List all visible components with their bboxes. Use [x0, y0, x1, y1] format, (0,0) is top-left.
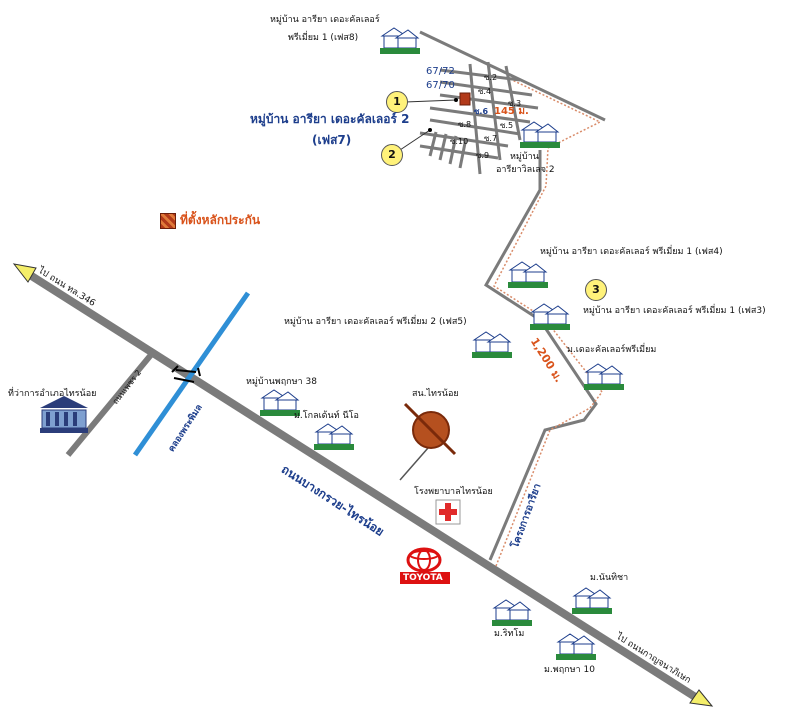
golden-neo-label: ม.โกลเด้นท์ นีโอ	[294, 411, 359, 421]
legend-label: ที่ตั้งหลักประกัน	[180, 213, 261, 227]
ariya-village-label: หมู่บ้าน	[510, 152, 539, 162]
house-icon	[584, 360, 624, 390]
soi-label: ซ.4	[478, 87, 492, 96]
house-icon	[314, 420, 354, 450]
house-icon	[556, 630, 596, 660]
house-icon	[508, 258, 548, 288]
soi-label: ซ.2	[484, 73, 498, 82]
soi-label: ซ.6	[474, 107, 489, 116]
phase3-label: หมู่บ้าน อารียา เดอะคัลเลอร์ พรีเมี่ยม 1…	[583, 306, 766, 316]
hatched-square-icon	[160, 213, 176, 229]
house-icon	[572, 584, 612, 614]
soi-grid	[419, 61, 539, 175]
house-icon	[520, 118, 560, 148]
collateral-plot	[459, 92, 471, 106]
nanthisa-label: ม.นันทิชา	[590, 573, 629, 583]
arrow-bottom-right-icon	[689, 689, 714, 707]
soi-label: ซ.9	[476, 151, 490, 160]
soi-label: ซ.8	[458, 120, 472, 129]
distance-short: 145 ม.	[494, 106, 529, 117]
house-icon	[492, 596, 532, 626]
toyota-label: TOYOTA	[403, 573, 443, 583]
district-office-label: ที่ว่าการอำเภอไทรน้อย	[8, 389, 97, 399]
the-color-premium-label: ม.เดอะคัลเลอร์พรีเมี่ยม	[567, 345, 657, 355]
soi-label: ซ.3	[508, 99, 522, 108]
dotted-route	[493, 77, 603, 567]
house-icon	[530, 300, 570, 330]
police-label: สน.ไทรน้อย	[412, 389, 459, 399]
government-building-icon	[40, 396, 88, 433]
house-icon	[380, 24, 420, 54]
canal	[132, 291, 251, 457]
house-icon	[472, 328, 512, 358]
main-road	[27, 271, 703, 704]
ritmo-label: ม.ริทโม	[494, 629, 525, 639]
phase7-label-2: (เฟส7)	[312, 133, 352, 147]
hospital-label: โรงพยาบาลไทรน้อย	[414, 487, 493, 497]
phase5-label: หมู่บ้าน อารียา เดอะคัลเลอร์ พรีเมี่ยม 2…	[284, 317, 467, 327]
soi-label: ซ.5	[500, 121, 514, 130]
bridge-icon	[171, 365, 201, 383]
plot-67-72: 67/72	[426, 66, 455, 77]
soi-label: ซ.10	[450, 137, 469, 146]
soi-label: ซ.7	[484, 134, 498, 143]
pruksa38-label: หมู่บ้านพฤกษา 38	[246, 377, 317, 387]
marker-1: 1	[386, 91, 408, 113]
house-icon	[260, 386, 300, 416]
marker-3: 3	[585, 279, 607, 301]
pruksa10-label: ม.พฤกษา 10	[544, 665, 595, 675]
phase7-label: หมู่บ้าน อารียา เดอะคัลเลอร์ 2	[250, 112, 410, 126]
marker-2: 2	[381, 144, 403, 166]
phase8-label: หมู่บ้าน อารียา เดอะคัลเลอร์	[270, 15, 380, 25]
ariya-village-label-2: อารียาวิลเลจ 2	[496, 165, 555, 175]
side-road	[65, 348, 158, 457]
phase8-label-2: พรีเมี่ยม 1 (เฟส8)	[288, 33, 359, 43]
phase4-label: หมู่บ้าน อารียา เดอะคัลเลอร์ พรีเมี่ยม 1…	[540, 247, 723, 257]
plot-67-70: 67/70	[426, 80, 455, 91]
arrow-top-left-icon	[12, 263, 37, 283]
